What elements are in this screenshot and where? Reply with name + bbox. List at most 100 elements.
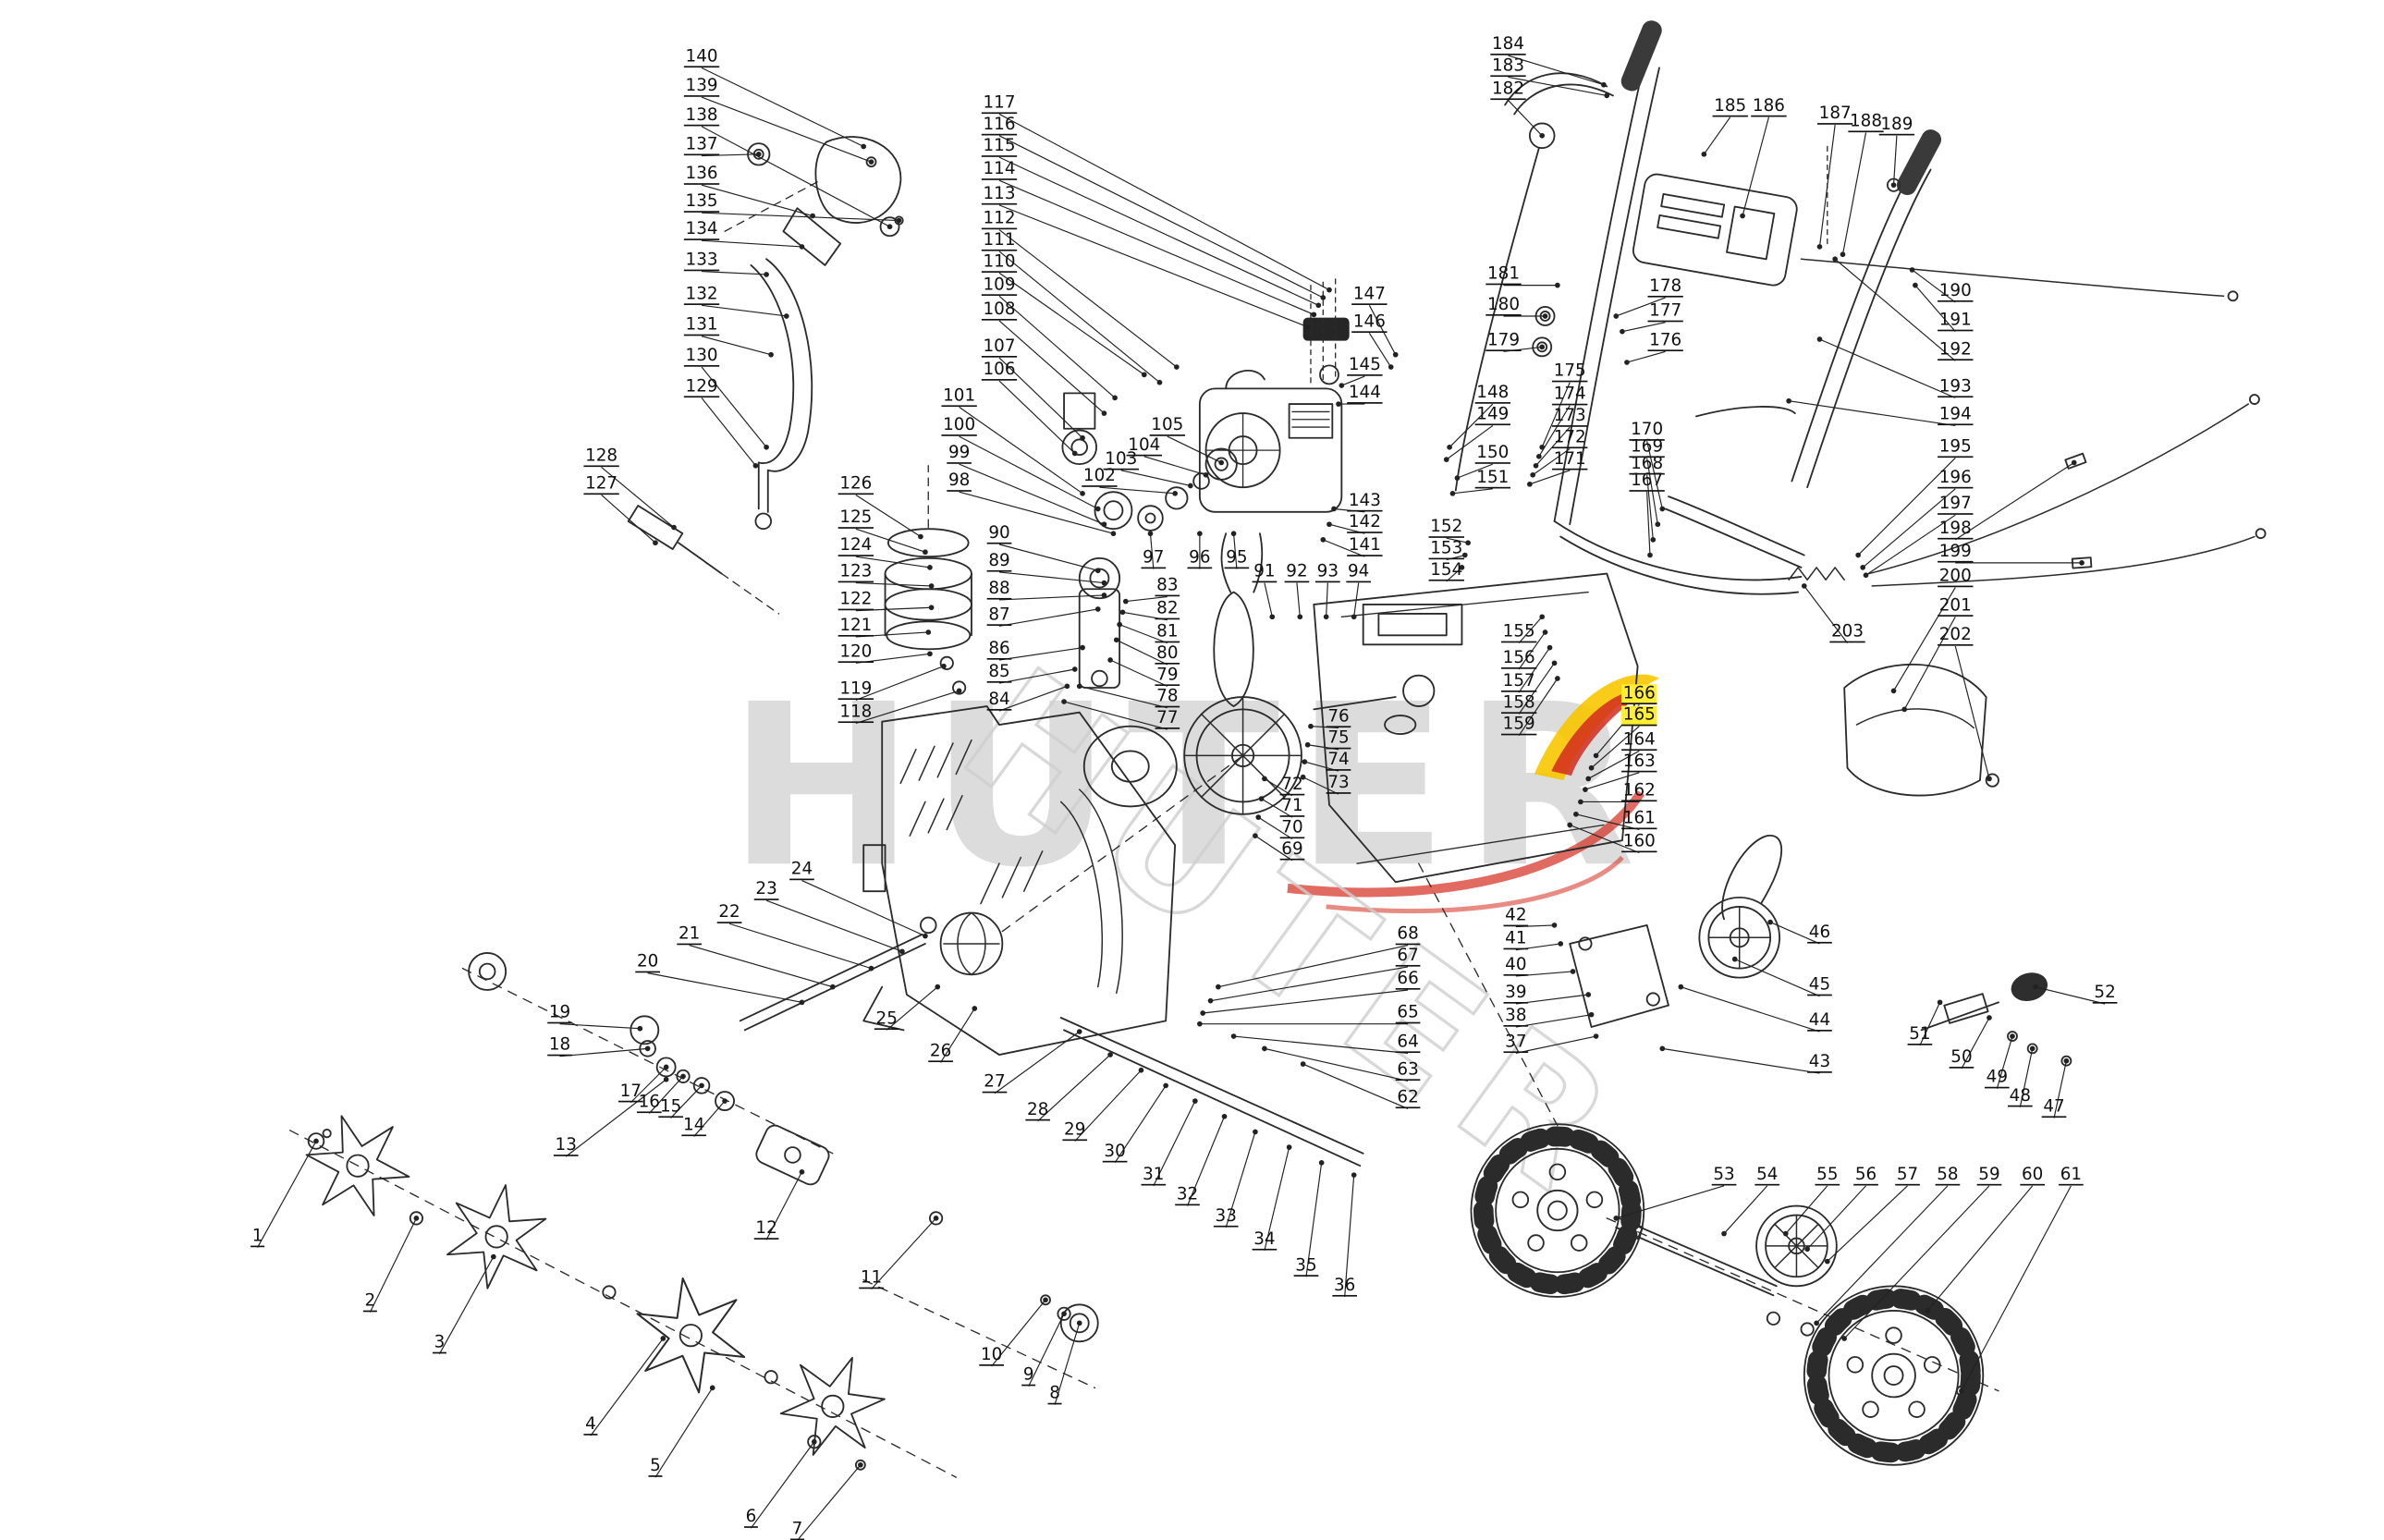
leader-line-133 (702, 271, 767, 275)
leader-dot-51 (1937, 999, 1943, 1006)
leader-line-152 (1446, 537, 1469, 544)
leader-line-201 (1903, 616, 1956, 710)
leader-line-35 (1305, 1162, 1323, 1277)
leader-dot-174 (1536, 453, 1542, 459)
leader-dot-147 (1392, 351, 1399, 358)
leader-line-188 (1841, 132, 1867, 255)
leader-dot-106 (1071, 450, 1078, 457)
leader-dot-152 (1465, 540, 1471, 546)
leader-dot-155 (1539, 614, 1546, 620)
leader-line-68 (1217, 945, 1409, 988)
leader-line-175 (1541, 382, 1571, 448)
leader-line-3 (438, 1256, 495, 1354)
logo-red-swoosh (1287, 789, 1645, 898)
leader-dot-17 (663, 1064, 669, 1070)
leader-line-176 (1626, 350, 1666, 363)
leader-line-50 (1961, 1017, 1990, 1069)
leader-dot-133 (764, 272, 769, 277)
leader-dot-177 (1620, 328, 1625, 335)
leader-line-164 (1587, 750, 1640, 779)
leader-dot-132 (783, 313, 789, 319)
leader-dot-53 (1613, 1216, 1620, 1221)
leader-line-13 (565, 1079, 667, 1157)
leader-dot-107 (1080, 434, 1085, 441)
leader-dot-61 (1959, 1387, 1964, 1394)
leader-dot-49 (2010, 1033, 2015, 1039)
leader-line-67 (1210, 966, 1409, 1002)
leader-line-189 (1892, 135, 1898, 186)
leader-line-156 (1518, 631, 1547, 670)
leader-line-70 (1257, 816, 1293, 839)
leader-line-127 (601, 495, 656, 544)
leader-dot-28 (1107, 1052, 1113, 1057)
leader-dot-26 (972, 1006, 978, 1011)
leader-dot-136 (810, 213, 815, 219)
leader-dot-76 (1308, 723, 1314, 729)
leader-line-31 (1153, 1100, 1196, 1187)
leader-dot-109 (1112, 395, 1118, 401)
chute-deflector (1843, 663, 1999, 797)
leader-dot-4 (660, 1336, 666, 1341)
leader-dot-171 (1527, 481, 1533, 487)
leader-line-178 (1616, 297, 1666, 317)
leader-line-145 (1341, 375, 1365, 386)
leader-dot-71 (1258, 796, 1265, 801)
leader-line-93 (1326, 582, 1328, 617)
leader-dot-98 (1110, 531, 1117, 537)
leader-line-6 (750, 1441, 815, 1529)
leader-line-203 (1803, 585, 1848, 643)
leader-dot-166 (1593, 752, 1599, 759)
leader-line-19 (559, 1023, 641, 1030)
handle-grip-left (1620, 20, 1662, 92)
leader-line-138 (701, 126, 890, 227)
leader-line-72 (1264, 777, 1293, 797)
leader-line-21 (689, 945, 833, 988)
leader-line-55 (1785, 1185, 1828, 1234)
leader-line-79 (1109, 659, 1168, 687)
leader-dot-77 (1061, 699, 1067, 704)
leader-line-157 (1518, 647, 1551, 693)
leader-line-170 (1646, 440, 1663, 509)
leader-line-106 (998, 380, 1076, 454)
leader-line-200 (1893, 587, 1956, 691)
leader-line-80 (1116, 639, 1168, 666)
leader-dot-22 (868, 965, 874, 972)
leader-dot-199 (2079, 560, 2084, 566)
leader-line-10 (991, 1299, 1046, 1367)
leader-dot-192 (1832, 256, 1838, 263)
leader-line-163 (1584, 772, 1640, 790)
leader-line-143 (1333, 507, 1365, 513)
leader-line-42 (1515, 924, 1555, 928)
leader-line-161 (1575, 813, 1640, 831)
leader-line-85 (998, 668, 1075, 684)
leader-dot-169 (1655, 521, 1661, 528)
leader-dot-142 (1326, 521, 1332, 528)
leader-line-20 (647, 972, 802, 1003)
engine (1198, 278, 1350, 513)
leader-line-191 (1914, 285, 1956, 333)
leader-line-1 (257, 1141, 317, 1248)
leader-line-122 (855, 606, 932, 612)
drive-pulley (1569, 835, 1783, 1028)
logo-red-flame (1551, 690, 1647, 776)
wheel-right (1803, 1285, 1985, 1466)
leader-line-179 (1503, 346, 1543, 352)
leader-line-149 (1446, 424, 1494, 460)
leader-dot-45 (1731, 956, 1738, 962)
leader-dot-23 (899, 948, 905, 955)
leader-dot-87 (1094, 606, 1101, 612)
leader-dot-7 (858, 1461, 863, 1468)
leader-dot-55 (1782, 1230, 1789, 1237)
leader-dot-36 (1351, 1172, 1357, 1179)
leader-line-71 (1261, 798, 1293, 818)
leader-line-99 (959, 463, 1105, 525)
leader-line-119 (855, 666, 945, 701)
leader-dot-18 (644, 1045, 651, 1052)
leader-dot-32 (1221, 1113, 1228, 1119)
wheel-left (1470, 1123, 1645, 1298)
leader-dot-170 (1659, 506, 1666, 512)
leader-line-123 (855, 581, 932, 587)
leader-dot-70 (1255, 814, 1262, 820)
leader-line-90 (998, 544, 1098, 571)
